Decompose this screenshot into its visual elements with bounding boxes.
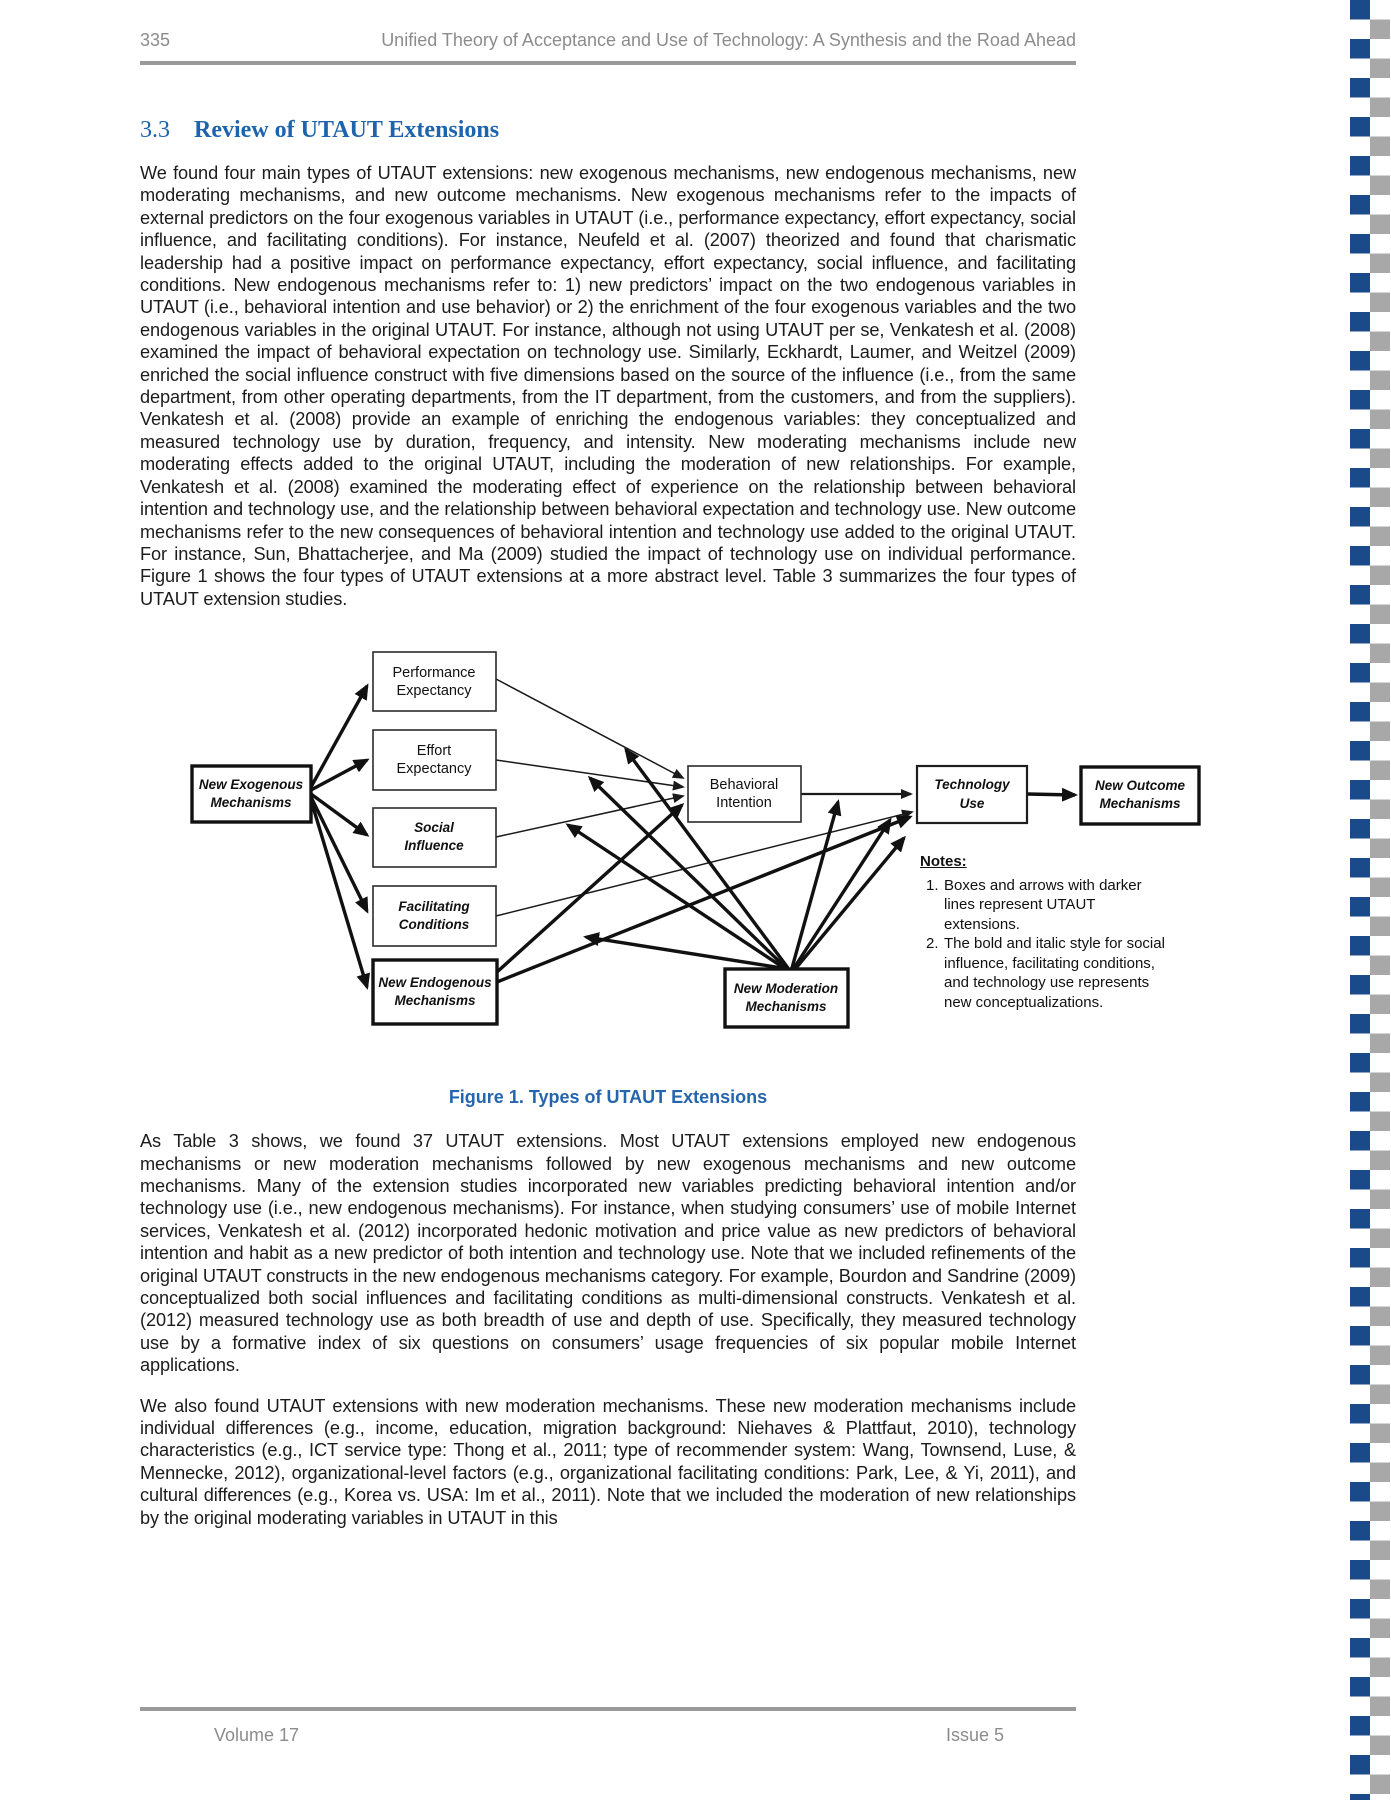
section-number: 3.3 <box>140 117 170 143</box>
svg-text:Conditions: Conditions <box>399 917 470 932</box>
svg-text:Mechanisms: Mechanisms <box>1099 796 1181 811</box>
svg-text:Influence: Influence <box>404 838 464 853</box>
node-social-influence: Social Influence <box>372 807 497 868</box>
node-behavioral-intention: Behavioral Intention <box>687 765 802 823</box>
svg-text:Technology: Technology <box>934 777 1011 792</box>
page-edge-checker-pattern-gray <box>1370 0 1390 1800</box>
node-performance-expectancy: Performance Expectancy <box>372 651 497 712</box>
footer-volume: Volume 17 <box>214 1725 300 1745</box>
paragraph-3: We also found UTAUT extensions with new … <box>140 1395 1076 1528</box>
page-header: 335 Unified Theory of Acceptance and Use… <box>140 0 1076 65</box>
notes-heading: Notes: <box>920 853 967 871</box>
svg-text:Mechanisms: Mechanisms <box>745 999 827 1014</box>
svg-text:Effort: Effort <box>417 743 451 759</box>
page-content: 335 Unified Theory of Acceptance and Use… <box>140 0 1201 1529</box>
footer-issue: Issue 5 <box>945 1725 1004 1745</box>
node-technology-use: Technology Use <box>915 765 1029 825</box>
section-title: Review of UTAUT Extensions <box>194 117 500 143</box>
svg-text:New Endogenous: New Endogenous <box>378 975 492 990</box>
paragraph-1: We found four main types of UTAUT extens… <box>140 163 1076 609</box>
note-number: 1. <box>926 876 939 894</box>
moderation-arrows <box>565 747 906 970</box>
figure-caption: Figure 1. Types of UTAUT Extensions <box>448 1087 768 1108</box>
page-number: 335 <box>140 30 171 50</box>
svg-text:New Outcome: New Outcome <box>1095 778 1186 793</box>
page-edge-checker-pattern-blue <box>1350 0 1370 1800</box>
svg-text:Social: Social <box>414 820 454 835</box>
page-footer: Volume 17 Issue 5 <box>140 1707 1076 1746</box>
svg-text:New Exogenous: New Exogenous <box>199 777 304 792</box>
svg-text:Performance: Performance <box>392 665 475 681</box>
figure-1: New Exogenous Mechanisms Performance Exp… <box>140 624 1240 1112</box>
utaut-extensions-diagram: New Exogenous Mechanisms Performance Exp… <box>190 651 1201 1029</box>
svg-text:Facilitating: Facilitating <box>398 899 470 914</box>
utaut-extension-arrows <box>309 683 1078 990</box>
node-new-outcome-mechanisms: New Outcome Mechanisms <box>1079 765 1201 826</box>
node-facilitating-conditions: Facilitating Conditions <box>372 885 497 947</box>
note-item-2: 2. The bold and italic style for social … <box>926 934 1172 1012</box>
running-title: Unified Theory of Acceptance and Use of … <box>381 30 1076 50</box>
svg-text:Expectancy: Expectancy <box>397 683 473 699</box>
note-text: The bold and italic style for social inf… <box>944 935 1165 1011</box>
svg-text:New Moderation: New Moderation <box>734 981 838 996</box>
svg-text:Use: Use <box>960 796 985 811</box>
node-new-endogenous-mechanisms: New Endogenous Mechanisms <box>371 958 499 1026</box>
svg-text:Mechanisms: Mechanisms <box>210 795 292 810</box>
svg-text:Behavioral: Behavioral <box>710 777 779 793</box>
node-new-exogenous-mechanisms: New Exogenous Mechanisms <box>190 764 313 824</box>
figure-notes: Notes: 1. Boxes and arrows with darker l… <box>920 852 1172 1012</box>
utaut-original-arrows <box>495 678 914 917</box>
svg-text:Intention: Intention <box>716 795 772 811</box>
paragraph-2: As Table 3 shows, we found 37 UTAUT exte… <box>140 1131 1076 1376</box>
section-heading: 3.3 Review of UTAUT Extensions <box>140 117 1076 144</box>
node-new-moderation-mechanisms: New Moderation Mechanisms <box>723 967 850 1029</box>
node-effort-expectancy: Effort Expectancy <box>372 729 497 791</box>
note-item-1: 1. Boxes and arrows with darker lines re… <box>926 876 1172 935</box>
note-number: 2. <box>926 935 939 953</box>
svg-text:Mechanisms: Mechanisms <box>394 993 476 1008</box>
svg-text:Expectancy: Expectancy <box>397 761 473 777</box>
note-text: Boxes and arrows with darker lines repre… <box>944 876 1142 933</box>
